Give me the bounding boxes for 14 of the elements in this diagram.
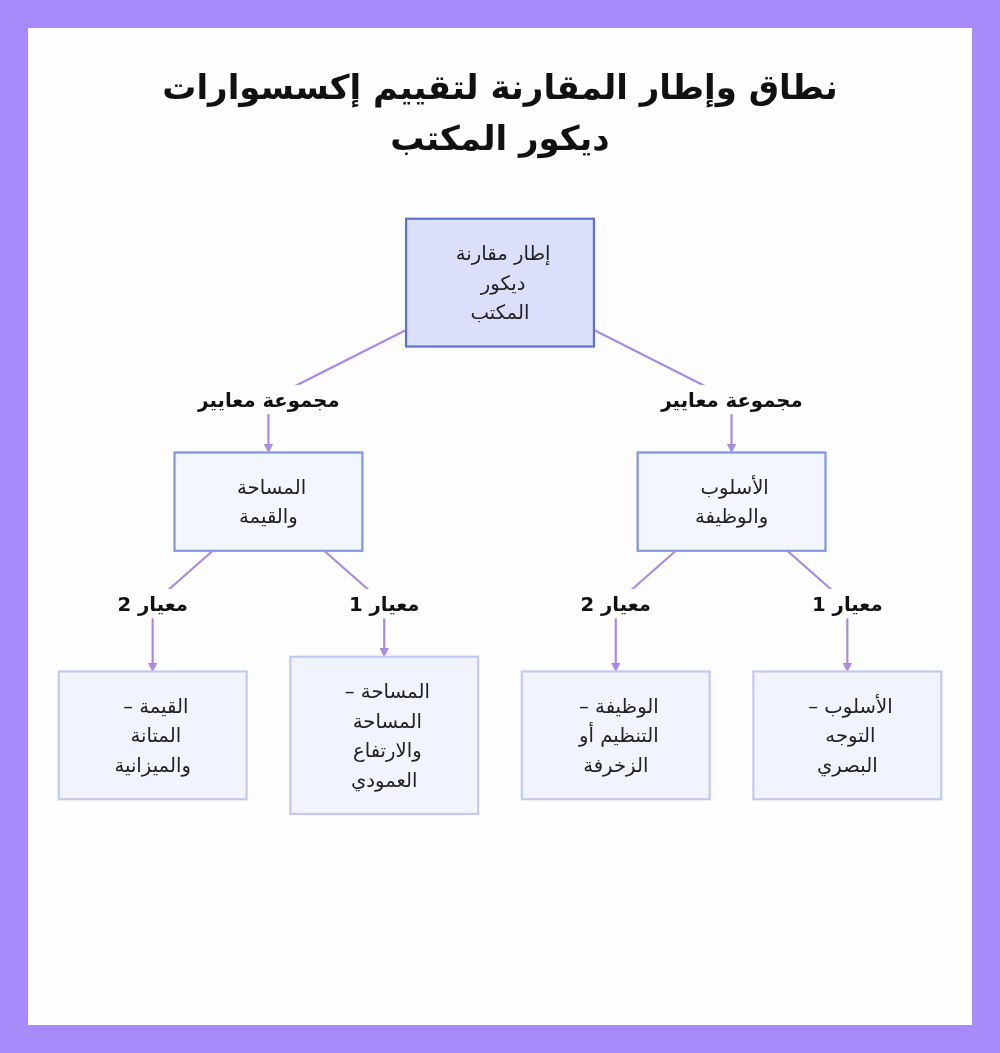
node-box: الأسلوب – التوجه البصري <box>752 670 943 801</box>
edge-label: مجموعة معايير <box>660 388 803 411</box>
node-box: القيمة – المتانة والميزانية <box>57 670 248 801</box>
edge-label: معيار 2 <box>580 592 652 616</box>
node-box: المساحة والقيمة <box>173 451 364 552</box>
node-box: الأسلوب والوظيفة <box>636 451 827 552</box>
node-box: المساحة – المساحة والارتفاع العمودي <box>289 655 480 816</box>
edge-label: مجموعة معايير <box>197 388 340 411</box>
node-box: إطار مقارنة ديكور المكتب <box>405 217 595 348</box>
diagram-title: نطاق وإطار المقارنة لتقييم إكسسوارات ديكور المكتب <box>161 66 839 161</box>
edge-label: معيار 1 <box>812 592 883 616</box>
edge-label: معيار 1 <box>348 592 420 616</box>
edge-label: معيار 2 <box>117 592 188 616</box>
node-box: الوظيفة – التنظيم أو الزخرفة <box>520 670 711 801</box>
